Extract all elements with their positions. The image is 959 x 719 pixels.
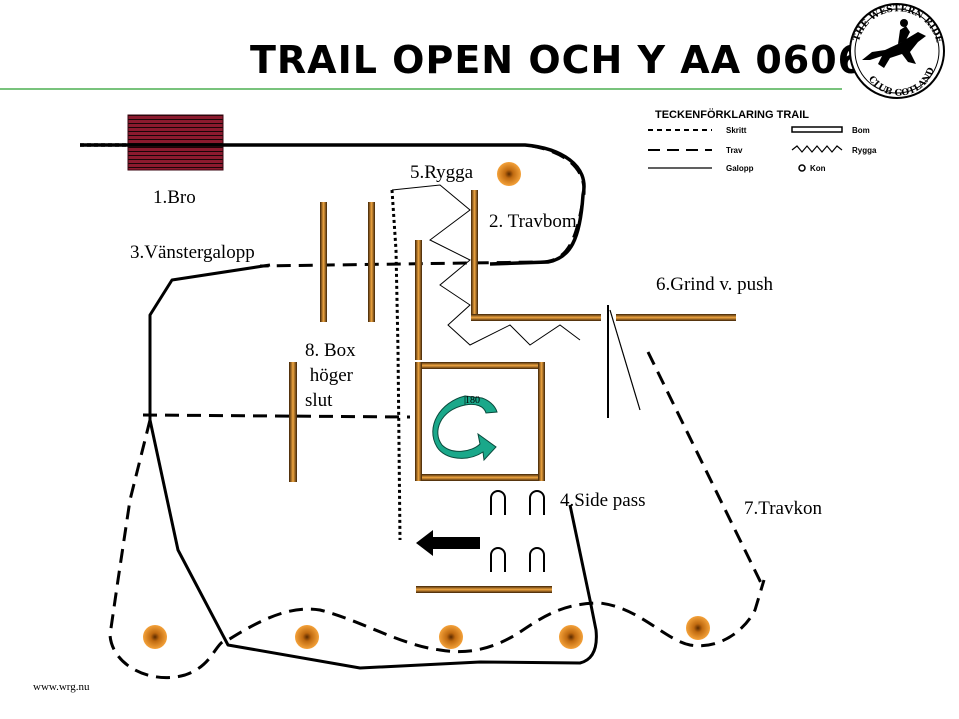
direction-arrow-icon [416,530,480,556]
path-skritt-rygga [390,189,402,541]
side-pass-marker [529,490,545,515]
path-trav-travkon [646,351,764,586]
gate [607,305,641,418]
legend: TECKENFÖRKLARING TRAIL Skritt Trav Galop… [648,108,877,173]
legend-galopp-label: Galopp [726,164,754,173]
label-travkon: 7.Travkon [744,498,822,519]
cone-icon [439,625,463,649]
page-title: TRAIL OPEN OCH Y AA 060618 [250,38,920,82]
cone-icon [295,625,319,649]
cone-icon [686,616,710,640]
pole-box-side [289,362,297,482]
pole-side-pass [416,586,552,593]
label-vanstergalopp: 3.Vänstergalopp [130,242,255,263]
legend-trav-label: Trav [726,146,743,155]
label-bro: 1.Bro [153,187,196,208]
turn-180-arrow-icon [432,395,498,462]
pole-travbom-vertical [471,190,478,320]
label-rygga: 5.Rygga [410,162,474,183]
legend-skritt-label: Skritt [726,126,747,135]
legend-rygga-symbol [791,145,843,153]
side-pass-markers [490,490,545,572]
label-side-pass: 4.Side pass [560,490,646,511]
label-grind: 6.Grind v. push [656,274,773,295]
cone-icon [497,162,521,186]
box-bottom [415,474,545,481]
pole-vanstergalopp-1 [320,202,327,322]
box-right [538,362,545,481]
bridge-obstacle [127,114,224,171]
pole-vanstergalopp-2 [368,202,375,322]
legend-kon-label: Kon [810,164,826,173]
legend-heading: TECKENFÖRKLARING TRAIL [655,108,809,121]
path-galopp [148,263,598,670]
poles [289,190,736,593]
box-top [415,362,545,369]
turn-label: 180 [465,395,480,406]
label-travbom: 2. Travbom [489,211,577,232]
path-trav-box [142,413,411,419]
cone-icon [143,625,167,649]
cones [143,162,710,649]
cone-icon [559,625,583,649]
label-box-2: höger [305,365,354,386]
legend-kon-symbol [798,164,806,172]
rygga-zigzag [391,184,581,346]
legend-bom-label: Bom [852,126,870,135]
path-trav-travbom [223,143,586,268]
legend-bom-symbol [791,126,843,133]
pole-travbom-horizontal [471,314,601,321]
side-pass-marker [529,547,545,572]
footer-url: www.wrg.nu [33,681,90,693]
label-box-3: slut [305,390,333,411]
side-pass-marker [490,547,506,572]
pole-grind [616,314,736,321]
side-pass-marker [490,490,506,515]
horse-rider-icon [862,19,926,68]
pole-rygga-left [415,240,422,360]
obstacle-labels: 1.Bro 2. Travbom 3.Vänstergalopp 5.Rygga… [130,162,822,519]
legend-rygga-label: Rygga [852,146,877,155]
path-trav-travkon-loop [108,419,766,680]
label-box-1: 8. Box [305,340,356,361]
box-left [415,362,422,481]
course-paths [80,143,766,680]
